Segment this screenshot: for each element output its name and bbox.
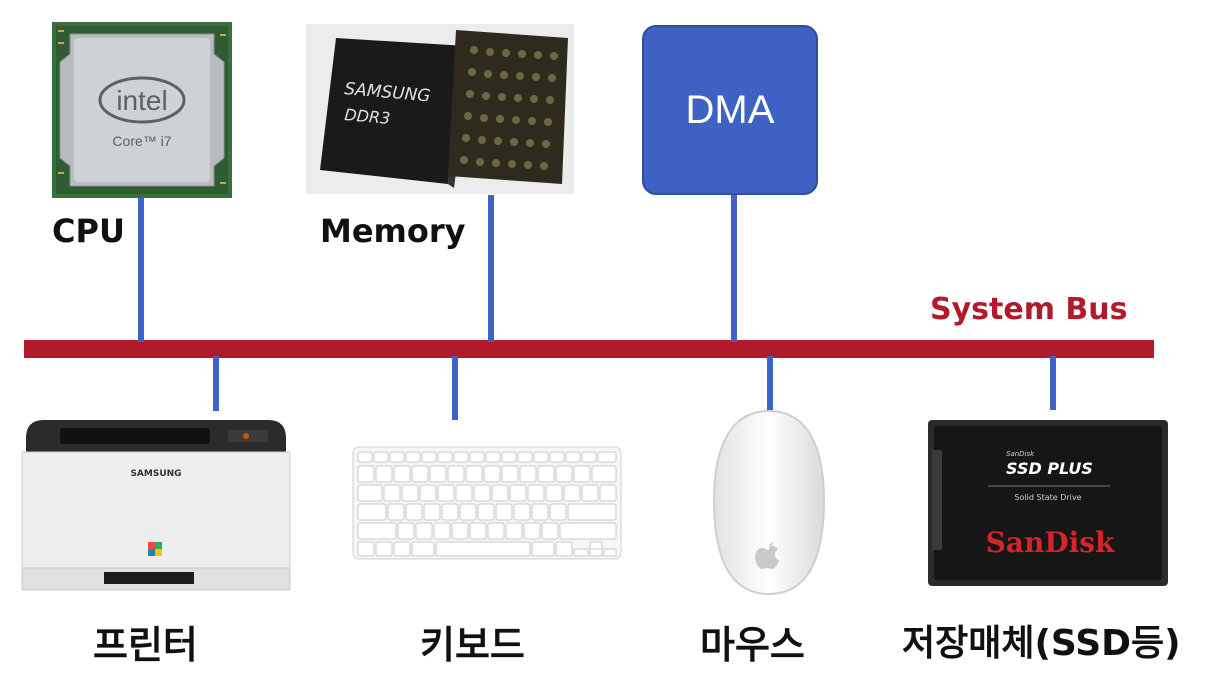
ssd-image: SanDisk SSD PLUS Solid State Drive SanDi… (928, 420, 1168, 586)
dma-box: DMA (642, 25, 818, 195)
keyboard-image (352, 446, 622, 560)
apple-logo-icon (755, 542, 779, 569)
dma-wire (731, 195, 737, 342)
memory-chip-image: SAMSUNG DDR3 (306, 24, 574, 194)
keyboard-label: 키보드 (420, 623, 525, 667)
ssd-model-text: SSD PLUS (1006, 459, 1093, 478)
memory-wire (488, 195, 494, 342)
cpu-wire (138, 195, 144, 342)
keyboard-wire (452, 356, 458, 420)
system-bus-label: System Bus (930, 292, 1128, 327)
printer-color-logo (148, 542, 162, 556)
ssd-type-text: Solid State Drive (1014, 493, 1081, 502)
mouse-image (712, 409, 826, 596)
mouse-wire (767, 356, 773, 410)
cpu-label: CPU (52, 212, 125, 250)
ssd-brand-small: SanDisk (1006, 450, 1035, 458)
system-bus-line (24, 340, 1154, 358)
printer-image: SAMSUNG (21, 420, 291, 591)
storage-wire (1050, 356, 1056, 410)
sandisk-logo: SanDisk (986, 526, 1115, 559)
mouse-label: 마우스 (700, 623, 805, 667)
printer-wire (213, 356, 219, 411)
printer-brand-text: SAMSUNG (130, 469, 181, 479)
memory-label: Memory (320, 212, 466, 250)
printer-label: 프린터 (93, 623, 198, 667)
dma-label: DMA (685, 87, 775, 132)
memory-type-text: DDR3 (344, 105, 391, 128)
cpu-chip-image: intel Core™ i7 (52, 22, 232, 198)
storage-label: 저장매체(SSD등) (902, 623, 1181, 664)
chip-brand-text: intel (116, 85, 167, 116)
chip-model-text: Core™ i7 (112, 133, 171, 149)
intel-logo-ring (98, 76, 186, 124)
